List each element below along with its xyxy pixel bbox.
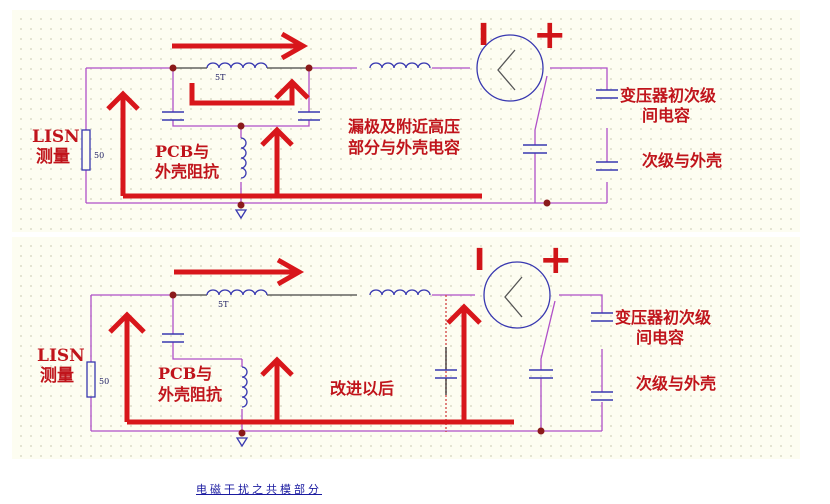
lisn-label: LISN [32, 127, 80, 147]
drain-label: 漏极及附近高压 [348, 117, 461, 136]
secondary-label: 次级与外壳 [642, 151, 723, 170]
secondary-label: 次级与外壳 [636, 374, 717, 393]
lisn-resistor [86, 361, 96, 398]
schematic-before: I + 5T 50 LISN 测量 PCB与 外壳阻抗 漏极及附近高压 部分与外… [12, 10, 800, 232]
wire-source-right [559, 294, 603, 431]
resistor-label: 50 [99, 377, 110, 386]
noise-source [483, 261, 551, 329]
inductor-label: 5T [215, 73, 226, 82]
arrow-filter-up [446, 303, 482, 422]
current-I-symbol: I [474, 243, 486, 278]
inductor-5t [206, 289, 268, 296]
wire-source-right [550, 67, 608, 203]
arrow-left-up [106, 90, 140, 196]
lisn-resistor [81, 129, 91, 171]
plus-symbol: + [539, 237, 573, 283]
wire-drain-cap [534, 75, 548, 203]
arrow-left-up [108, 311, 146, 422]
inductor-2 [369, 62, 431, 69]
current-I-symbol: I [478, 18, 490, 53]
circuit-after [86, 257, 613, 448]
cap-secondary [591, 391, 613, 401]
lisn-measure-label: 测量 [36, 147, 70, 167]
cap-xfmr [596, 89, 618, 99]
inductor-label: 5T [218, 300, 229, 309]
cap-y2 [298, 111, 320, 121]
arrow-inner-loop [189, 78, 310, 106]
xfmr-cap-label: 间电容 [642, 106, 691, 125]
inductor-2 [369, 289, 431, 296]
pcb-impedance-label: 外壳阻抗 [155, 162, 220, 181]
caption-link[interactable]: 电磁干扰之共模部分 [196, 483, 322, 496]
pcb-impedance-label: 外壳阻抗 [158, 385, 223, 404]
arrow-top-right [172, 31, 309, 61]
lisn-label: LISN [37, 346, 85, 366]
schematic-after: I + 5T 50 LISN 测量 PCB与 外壳阻抗 改进以后 变压器初次级 … [12, 237, 800, 459]
wire-drain-cap [540, 300, 556, 431]
inductor-pcb [241, 366, 248, 408]
pcb-label: PCB与 [158, 364, 213, 383]
arrow-pcb-up [260, 356, 294, 422]
arrow-top-right [174, 257, 305, 287]
drain-cap-label: 部分与外壳电容 [348, 138, 461, 157]
cap-xfmr [591, 312, 613, 322]
resistor-label: 50 [94, 151, 105, 160]
cap-y1 [162, 333, 184, 343]
wire-cap-left [172, 295, 242, 360]
inductor-pcb [240, 137, 247, 179]
xfmr-cap-label: 间电容 [636, 328, 685, 347]
ground-symbol [234, 209, 248, 220]
arrow-pcb-up [260, 126, 294, 196]
inductor-5t [206, 62, 268, 69]
pcb-label: PCB与 [155, 142, 210, 161]
improved-label: 改进以后 [330, 379, 395, 398]
xfmr-label: 变压器初次级 [620, 86, 717, 105]
cap-drain [529, 369, 553, 379]
xfmr-label: 变压器初次级 [615, 308, 712, 327]
plus-symbol: + [533, 12, 567, 58]
cap-y1 [162, 111, 184, 121]
noise-source [476, 34, 544, 102]
cap-drain [523, 144, 547, 154]
ground-symbol [235, 437, 249, 448]
cap-secondary [596, 161, 618, 171]
cap-filter [435, 369, 457, 379]
lisn-measure-label: 测量 [40, 366, 74, 386]
circuit-before [81, 31, 618, 220]
